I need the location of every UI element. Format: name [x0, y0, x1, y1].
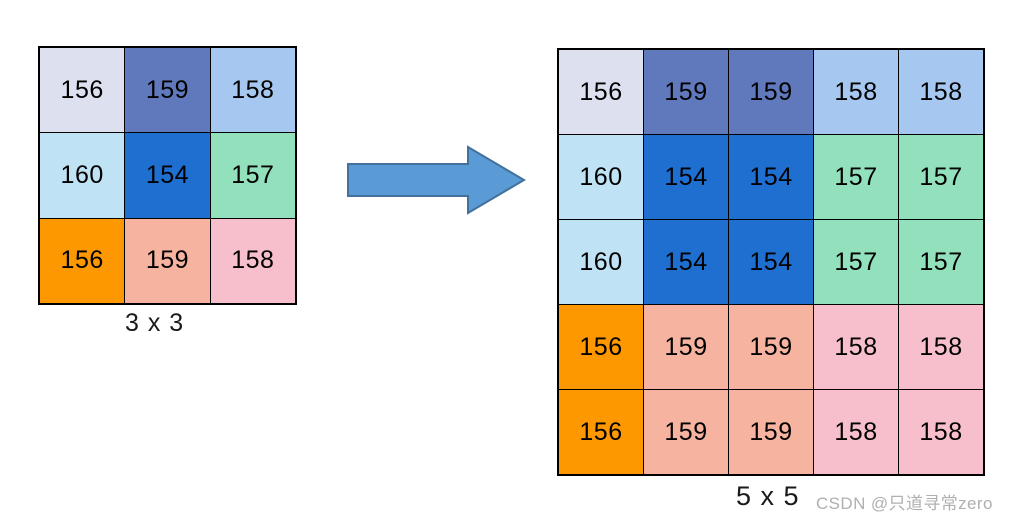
grid-cell: 158	[210, 218, 295, 303]
grid-cell: 157	[210, 133, 295, 218]
grid-cell: 160	[559, 220, 643, 304]
grid-cell: 159	[729, 305, 813, 389]
grid-cell: 159	[644, 390, 728, 474]
grid-cell: 159	[125, 218, 210, 303]
grid-cell: 156	[40, 48, 125, 133]
grid-cell: 154	[644, 220, 728, 304]
grid-cell: 154	[729, 135, 813, 219]
grid-cell: 158	[210, 48, 295, 133]
right-arrow-svg	[347, 145, 526, 215]
grid-cell: 157	[899, 220, 983, 304]
grid-cell: 159	[125, 48, 210, 133]
grid-cell: 158	[814, 50, 898, 134]
grid-cell: 157	[899, 135, 983, 219]
grid-cell: 159	[644, 50, 728, 134]
source-grid-caption: 3 x 3	[125, 309, 185, 337]
grid-cell: 156	[559, 50, 643, 134]
grid-cell: 159	[644, 305, 728, 389]
grid-cell: 160	[40, 133, 125, 218]
grid-cell: 154	[125, 133, 210, 218]
right-arrow-icon	[346, 144, 526, 216]
grid-cell: 156	[559, 390, 643, 474]
grid-cell: 158	[899, 50, 983, 134]
grid-cell: 160	[559, 135, 643, 219]
watermark-text: CSDN @只道寻常zero	[816, 494, 993, 513]
grid-cell: 158	[814, 305, 898, 389]
grid-cell: 159	[729, 50, 813, 134]
result-grid-caption: 5 x 5	[736, 481, 800, 511]
grid-cell: 154	[644, 135, 728, 219]
grid-cell: 156	[40, 218, 125, 303]
grid-cell: 158	[899, 305, 983, 389]
grid-cell: 157	[814, 220, 898, 304]
grid-cell: 154	[729, 220, 813, 304]
grid-cell: 158	[899, 390, 983, 474]
grid-cell: 159	[729, 390, 813, 474]
grid-cell: 156	[559, 305, 643, 389]
grid-cell: 157	[814, 135, 898, 219]
grid-cell: 158	[814, 390, 898, 474]
